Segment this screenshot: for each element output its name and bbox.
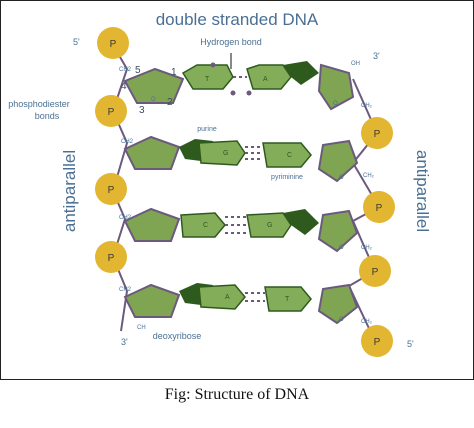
sugar-o-label-2: O <box>333 101 338 107</box>
ch2-right-label-1: CH₂ <box>361 103 373 109</box>
sugar-left-3 <box>123 207 181 242</box>
svg-text:C: C <box>287 152 292 159</box>
hydrogen-bond-label: Hydrogen bond <box>200 37 262 47</box>
sugar-right-4 <box>317 283 359 325</box>
svg-text:P: P <box>108 107 115 118</box>
ch2-label-3: CH2 <box>119 215 132 221</box>
svg-text:P: P <box>108 253 115 264</box>
svg-text:G: G <box>267 222 272 229</box>
svg-text:A: A <box>263 76 268 83</box>
sugar-right-3 <box>317 209 359 253</box>
phosphate-right-3: P <box>359 255 391 287</box>
pyrimidine-label: pyriminine <box>271 174 303 181</box>
diagram-title: double stranded DNA <box>156 10 319 29</box>
svg-text:T: T <box>205 76 210 83</box>
svg-text:G: G <box>223 150 228 157</box>
ch2-right-label-2: CH₂ <box>363 173 375 179</box>
svg-text:A: A <box>225 294 230 301</box>
phosphate-left-3: P <box>95 173 127 205</box>
sugar-right-2 <box>317 139 359 183</box>
sugar-left-1 <box>123 67 185 104</box>
sugar-o-label-1: O <box>151 97 156 103</box>
carbon-5-label: 5 <box>135 65 141 76</box>
phosphate-right-4: P <box>361 325 393 357</box>
svg-text:P: P <box>110 39 117 50</box>
carbon-4-label: 4 <box>121 81 127 92</box>
svg-text:P: P <box>374 337 381 348</box>
phosphate-right-2: P <box>363 191 395 223</box>
ch2-right-label-3: CH₂ <box>361 245 373 251</box>
ch2-right-label-4: CH₂ <box>361 319 373 325</box>
antiparallel-right-label: antiparallel <box>413 150 432 232</box>
sugar-o-label-5: O <box>339 317 344 323</box>
oh-label: OH <box>351 61 360 67</box>
base-pair-row-4: A T <box>179 283 312 312</box>
base-pair-row-3: C G <box>180 209 319 238</box>
sugar-o-label-4: O <box>339 245 344 251</box>
end-5-top-left: 5' <box>73 37 80 47</box>
diagram-frame: P P P P P P P P <box>0 0 474 380</box>
bonds-label: bonds <box>35 111 60 121</box>
deoxyribose-label: deoxyribose <box>153 331 202 341</box>
antiparallel-left-label: antiparallel <box>60 150 79 232</box>
carbon-2-label: 2 <box>167 97 173 108</box>
base-pair-row-1: T A <box>181 53 319 96</box>
end-3-bottom-left: 3' <box>121 337 128 347</box>
ch2-label-1: CH2 <box>119 67 132 73</box>
phosphodiester-label: phosphodiester <box>8 99 70 109</box>
phosphate-left-2: P <box>95 95 127 127</box>
svg-text:P: P <box>108 185 115 196</box>
end-3-top-right: 3' <box>373 51 380 61</box>
sugar-o-label-3: O <box>339 175 344 181</box>
phosphate-left-1: P <box>97 27 129 59</box>
svg-text:C: C <box>203 222 208 229</box>
end-5-bottom-right: 5' <box>407 339 414 349</box>
carbon-3-label: 3 <box>139 105 145 116</box>
svg-text:P: P <box>372 267 379 278</box>
ch2-label-4: CH2 <box>119 287 132 293</box>
svg-text:T: T <box>285 296 290 303</box>
carbon-1-label: 1 <box>171 67 177 78</box>
ch2-label-2: CH2 <box>121 139 134 145</box>
sugar-left-2 <box>123 135 181 170</box>
dna-diagram: P P P P P P P P <box>8 10 432 357</box>
svg-text:P: P <box>376 203 383 214</box>
base-pair-row-2: G C <box>179 139 312 168</box>
phosphate-left-4: P <box>95 241 127 273</box>
sugar-left-4 <box>123 283 181 318</box>
svg-text:P: P <box>374 129 381 140</box>
ch-label: CH <box>137 325 146 331</box>
figure-caption: Fig: Structure of DNA <box>164 386 310 403</box>
phosphate-right-1: P <box>361 117 393 149</box>
purine-label: purine <box>197 126 217 133</box>
sugar-right-1 <box>317 63 355 111</box>
